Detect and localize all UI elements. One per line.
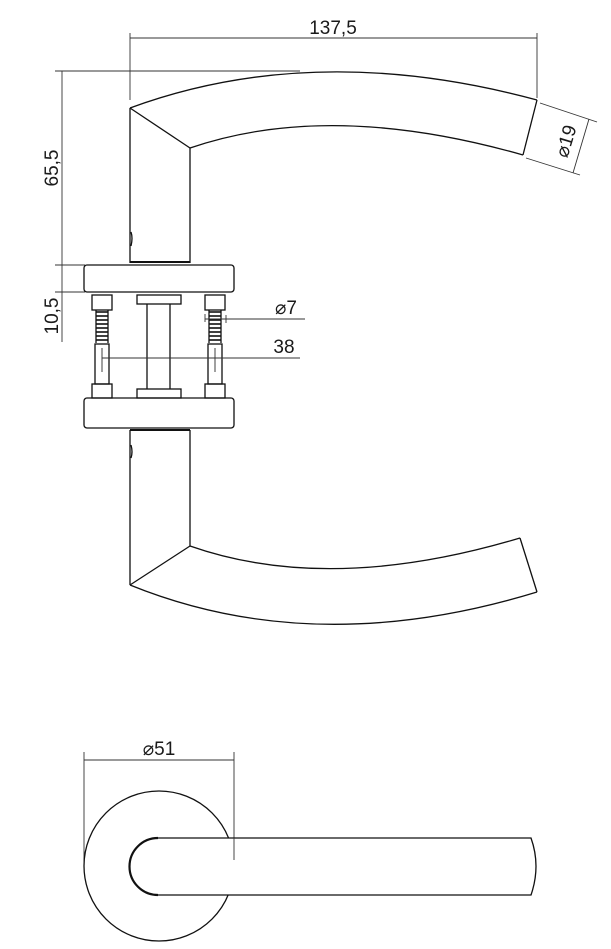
dimension-lever-diameter: ⌀19 xyxy=(525,102,598,176)
upper-rose xyxy=(83,264,235,293)
upper-lever xyxy=(129,71,538,263)
dimension-rose-thickness: 10,5 xyxy=(42,265,85,342)
dimension-label-overall-length: 137,5 xyxy=(309,18,357,39)
lower-lever xyxy=(129,429,538,625)
dimension-rose-diameter: ⌀51 xyxy=(83,739,235,865)
lower-rose xyxy=(83,397,235,429)
fixing-assembly xyxy=(91,294,226,399)
dimension-label-screw-diameter: ⌀7 xyxy=(275,298,297,319)
dimension-label-door-thickness: 38 xyxy=(273,337,294,358)
left-screw-thread xyxy=(95,310,109,343)
dimension-lever-height: 65,5 xyxy=(42,70,300,266)
dimension-label-lever-height: 65,5 xyxy=(42,150,63,187)
dimension-label-rose-diameter: ⌀51 xyxy=(143,739,176,760)
dimension-label-rose-thickness: 10,5 xyxy=(42,298,63,335)
dimension-label-lever-diameter: ⌀19 xyxy=(552,123,582,160)
top-view xyxy=(83,790,537,942)
dimension-screw-diameter: ⌀7 xyxy=(204,298,305,323)
right-screw-thread xyxy=(208,310,222,343)
dimension-overall-length: 137,5 xyxy=(129,18,538,100)
dimension-door-thickness: 38 xyxy=(102,337,300,359)
